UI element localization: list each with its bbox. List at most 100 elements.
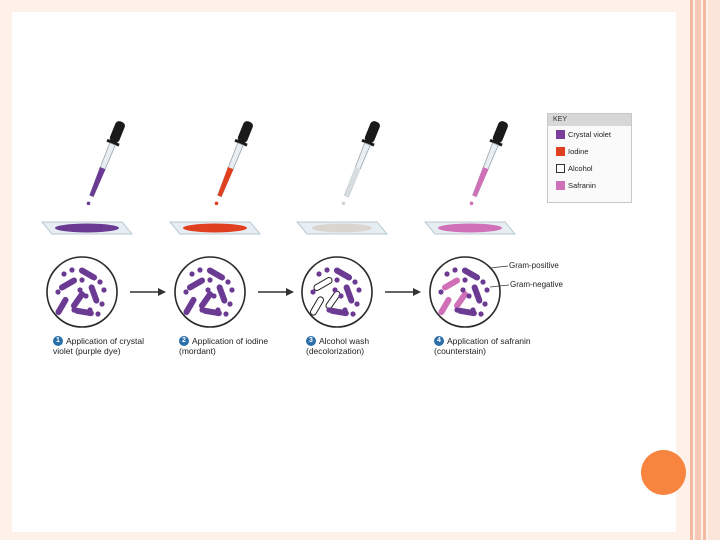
stain-on-slide	[438, 223, 502, 233]
coccus-dot	[480, 279, 486, 285]
dropper-icon	[341, 121, 380, 206]
swatch-safranin	[556, 181, 565, 190]
bacterium-rod	[55, 296, 69, 316]
stain-on-slide	[55, 223, 119, 233]
dropper-bulb	[237, 121, 253, 143]
coccus-dot	[207, 277, 213, 283]
coccus-dot	[83, 293, 89, 299]
dropper-collar	[361, 138, 375, 147]
step-4-group	[423, 121, 517, 328]
coccus-dot	[326, 307, 332, 313]
arrow-head	[413, 288, 421, 296]
bacterium-rod	[310, 296, 324, 316]
coccus-dot	[478, 311, 484, 317]
coccus-dot	[352, 279, 358, 285]
bacterium-rod	[78, 267, 98, 281]
droplet	[86, 201, 91, 206]
coccus-dot	[227, 301, 233, 307]
bacterium-rod	[58, 277, 78, 291]
droplet	[341, 201, 346, 206]
coccus-dot	[79, 277, 85, 283]
key-item-crystal-violet: Crystal violet	[548, 126, 631, 143]
coccus-dot	[354, 301, 360, 307]
dropper-collar	[234, 138, 248, 147]
coccus-dot	[183, 289, 189, 295]
bacterium-rod	[70, 291, 86, 309]
dropper-icon	[86, 121, 125, 206]
arrow-head	[286, 288, 294, 296]
dropper-collar	[489, 138, 503, 147]
step-3-group	[295, 121, 421, 328]
step-2-group	[168, 121, 294, 328]
coccus-dot	[470, 307, 476, 313]
coccus-dot	[97, 279, 103, 285]
coccus-dot	[350, 311, 356, 317]
bacterium-rod	[441, 277, 461, 291]
dropper-liquid	[217, 167, 234, 197]
bacterium-rod	[333, 267, 353, 281]
coccus-dot	[444, 271, 450, 277]
key-item-iodine: Iodine	[548, 143, 631, 160]
bacterium-rod	[453, 291, 469, 309]
decor-stripe	[695, 0, 701, 540]
coccus-dot	[69, 267, 75, 273]
dropper-liquid	[472, 167, 489, 197]
coccus-dot	[324, 267, 330, 273]
dropper-liquid	[344, 167, 361, 197]
stain-on-slide	[312, 223, 372, 233]
coccus-dot	[95, 311, 101, 317]
decor-stripe	[703, 0, 706, 540]
bacterium-rod	[206, 267, 226, 281]
coccus-dot	[221, 297, 227, 303]
dropper-bulb	[364, 121, 380, 143]
arrow-head	[158, 288, 166, 296]
coccus-dot	[482, 301, 488, 307]
coccus-dot	[229, 287, 235, 293]
coccus-dot	[332, 287, 338, 293]
bacterium-rod	[438, 296, 452, 316]
coccus-dot	[77, 287, 83, 293]
coccus-dot	[334, 277, 340, 283]
coccus-dot	[197, 267, 203, 273]
bacterium-rod	[461, 267, 481, 281]
coccus-dot	[189, 271, 195, 277]
decor-stripe	[708, 0, 720, 540]
dropper-bulb	[492, 121, 508, 143]
coccus-dot	[211, 293, 217, 299]
gram-negative-label: Gram-negative	[510, 280, 563, 289]
coccus-dot	[438, 289, 444, 295]
key-item-safranin: Safranin	[548, 177, 631, 194]
coccus-dot	[484, 287, 490, 293]
dropper-icon	[469, 121, 508, 206]
coccus-dot	[71, 307, 77, 313]
dropper-bulb	[109, 121, 125, 143]
key-title: KEY	[548, 114, 631, 126]
coccus-dot	[460, 287, 466, 293]
accent-circle	[641, 450, 686, 495]
coccus-dot	[87, 307, 93, 313]
coccus-dot	[452, 267, 458, 273]
swatch-iodine	[556, 147, 565, 156]
bacterium-rod	[313, 277, 333, 291]
bacterium-rod	[198, 291, 214, 309]
key-item-alcohol: Alcohol	[548, 160, 631, 177]
coccus-dot	[205, 287, 211, 293]
gram-positive-label: Gram-positive	[509, 261, 559, 270]
swatch-alcohol	[556, 164, 565, 173]
coccus-dot	[342, 307, 348, 313]
droplet	[469, 201, 474, 206]
coccus-dot	[348, 297, 354, 303]
coccus-dot	[310, 289, 316, 295]
coccus-dot	[61, 271, 67, 277]
coccus-dot	[199, 307, 205, 313]
coccus-dot	[476, 297, 482, 303]
swatch-crystal-violet	[556, 130, 565, 139]
dropper-collar	[106, 138, 120, 147]
coccus-dot	[462, 277, 468, 283]
coccus-dot	[101, 287, 107, 293]
dropper-liquid	[89, 167, 106, 197]
color-key: KEY Crystal violet Iodine Alcohol Safran…	[547, 113, 632, 203]
